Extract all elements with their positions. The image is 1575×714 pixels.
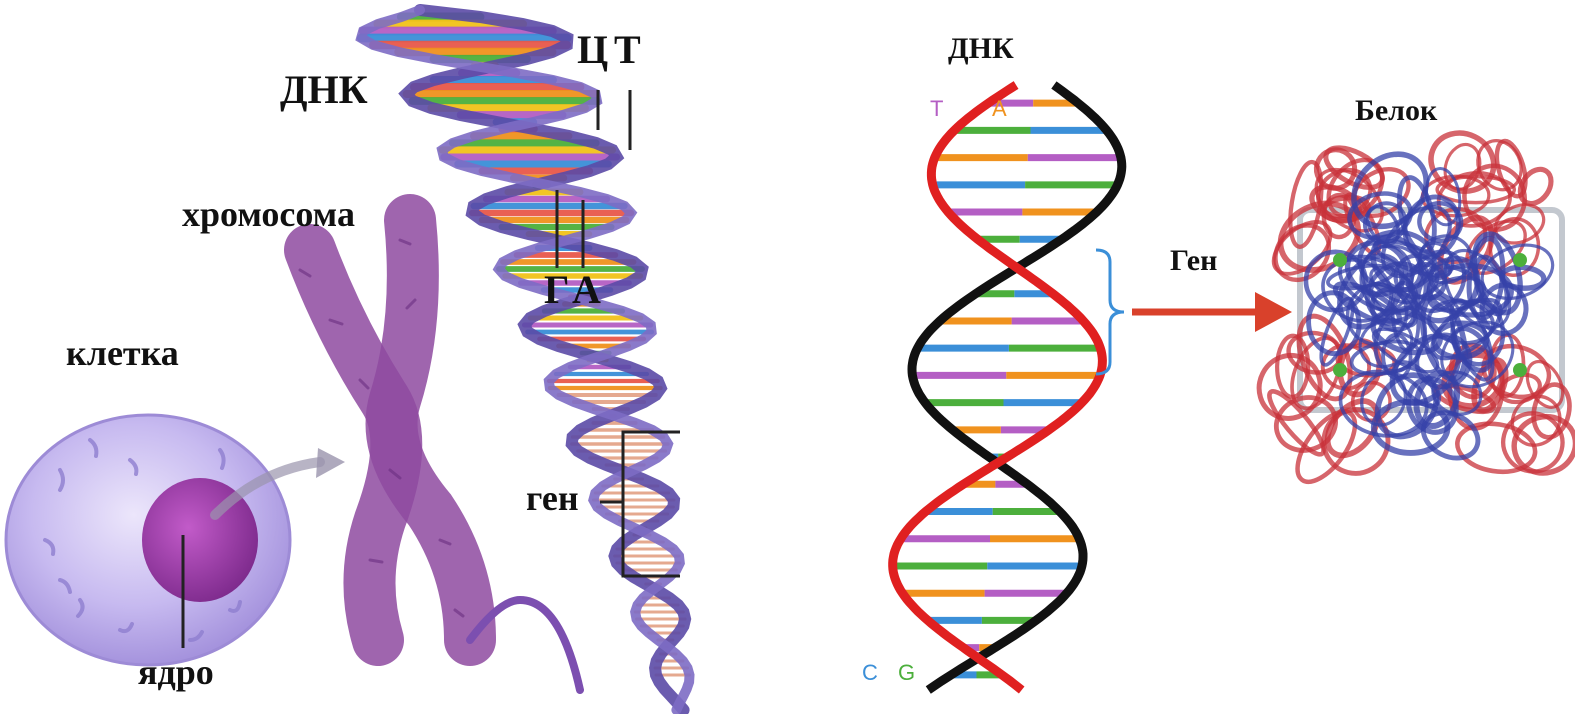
- nucleus-label: ядро: [138, 654, 214, 690]
- chromosome-label: хромосома: [182, 196, 355, 232]
- dna-double-helix-illustration: [893, 85, 1122, 690]
- cell-illustration: [6, 415, 345, 665]
- top-base-a-label: A: [992, 98, 1007, 120]
- bottom-base-g-label: G: [898, 662, 915, 684]
- cell-label: клетка: [66, 335, 179, 371]
- gene-label-right: Ген: [1170, 246, 1217, 276]
- right-dna-label: ДНК: [948, 34, 1014, 64]
- gene-label-left: ген: [526, 480, 579, 516]
- top-base-t-label: T: [930, 98, 943, 120]
- base-t-label: Т: [614, 30, 641, 70]
- base-c-label: Ц: [577, 30, 608, 70]
- protein-label: Белок: [1355, 96, 1437, 126]
- bottom-base-c-label: C: [862, 662, 878, 684]
- left-dna-label: ДНК: [280, 70, 368, 110]
- right-arrow-icon: [1132, 292, 1292, 332]
- base-a-label: А: [572, 270, 601, 310]
- base-g-label: Г: [544, 270, 569, 310]
- protein-structure-illustration: [1248, 123, 1575, 491]
